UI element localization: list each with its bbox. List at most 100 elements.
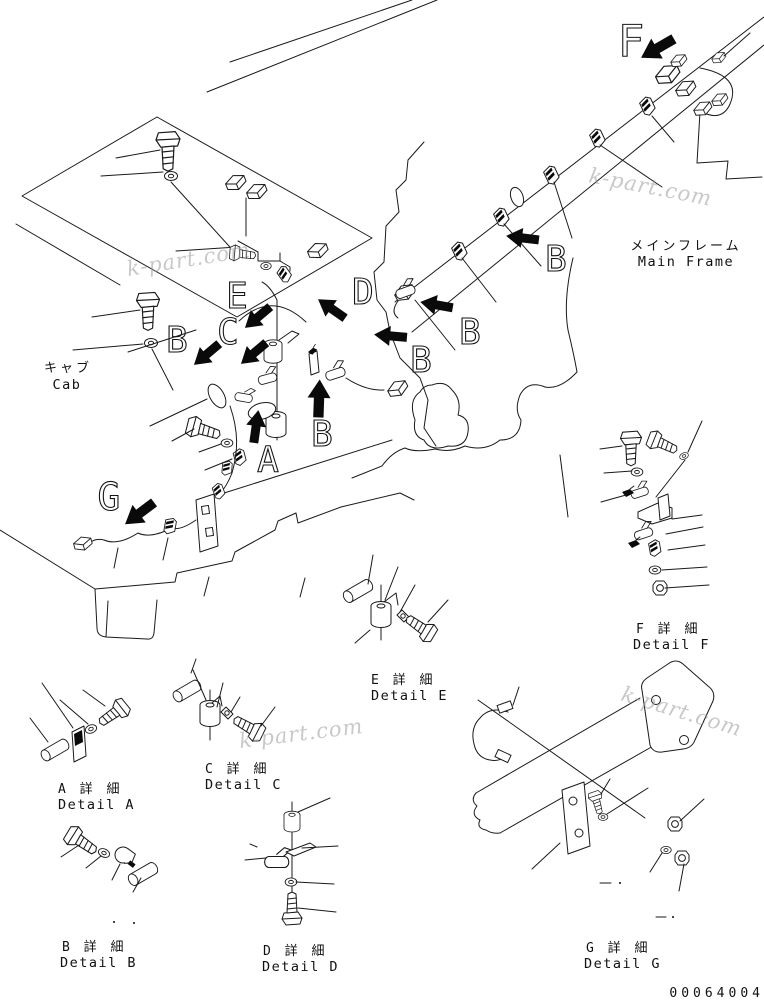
grommet-icon [199, 700, 221, 727]
direction-arrow-icon [504, 226, 541, 250]
marker-letter-c: C [217, 312, 239, 353]
bolt-icon [619, 430, 643, 467]
clamp-icon [321, 358, 349, 382]
spacer-icon [283, 810, 301, 833]
detail-e-inset: E 詳 細 Detail E [340, 554, 449, 704]
washer-icon [83, 722, 99, 736]
detail-g-inset: G 詳 細 Detail G [472, 660, 715, 972]
harness-clip-icon [637, 94, 658, 118]
detail-g-title-en: Detail G [584, 956, 661, 972]
washer-icon [648, 565, 662, 575]
marker-letter-a: A [257, 440, 279, 481]
watermark-text: k-part.com [587, 163, 714, 210]
detail-c-title-en: Detail C [205, 777, 282, 793]
cab-roof-outline [15, 116, 373, 318]
spacer-icon [38, 737, 72, 763]
spacer-icon [340, 577, 376, 605]
detail-b-title-en: Detail B [60, 955, 137, 971]
connector-icon [384, 376, 411, 401]
direction-arrow-icon [312, 291, 351, 327]
bolt-icon [183, 413, 224, 446]
connector-icon [305, 239, 331, 262]
harness-clip-icon [587, 126, 608, 150]
clamp-icon [264, 847, 292, 869]
clamp-icon [112, 845, 139, 869]
connector-icon [673, 77, 699, 101]
detail-d-inset: D 詳 細 Detail D [244, 797, 339, 975]
clamp-icon [627, 479, 652, 500]
bolt-icon [155, 131, 181, 172]
harness-clip-icon [541, 163, 562, 187]
connector-icon [709, 90, 731, 109]
bolt-icon [135, 291, 161, 331]
marker-letter-b4: B [166, 320, 188, 361]
washer-icon [660, 846, 672, 854]
detail-f-title-jp: F 詳 細 [636, 621, 700, 637]
washer-icon [597, 813, 609, 821]
detail-b-title-jp: B 詳 細 [62, 939, 126, 955]
detail-e-title-jp: E 詳 細 [371, 672, 435, 688]
cab-floor-outline [0, 492, 415, 674]
detail-a-inset: A 詳 細 Detail A [29, 682, 135, 813]
marker-letter-d: D [352, 272, 374, 313]
callout-letters: F B B B D E C B B A G [97, 15, 645, 519]
detail-g-title-jp: G 詳 細 [586, 940, 650, 956]
washer-icon [220, 438, 234, 448]
marker-letter-g: G [98, 475, 121, 519]
direction-arrow-icon [118, 493, 161, 534]
direction-arrow-icon [373, 324, 408, 348]
washer-icon [284, 877, 298, 887]
connector-icon [71, 534, 94, 553]
marker-letter-e: E [226, 276, 248, 317]
washer-icon [260, 261, 272, 271]
detail-f-inset: F 詳 細 Detail F [599, 420, 710, 653]
marker-letter-b5: B [311, 414, 333, 455]
direction-arrow-icon [418, 292, 455, 318]
cab-label-en: Cab [53, 377, 82, 393]
detail-a-title-en: Detail A [58, 797, 135, 813]
clamp-icon [391, 276, 419, 300]
direction-arrow-icon [306, 379, 332, 418]
clip-icon [647, 538, 663, 558]
detail-c-inset: C 詳 細 Detail C [170, 669, 282, 793]
floor-harness-group [71, 439, 393, 569]
grommet-icon [370, 601, 392, 628]
marker-letter-b3: B [410, 340, 432, 381]
harness-clip-icon [449, 239, 470, 263]
watermark-text: k-part.com [238, 714, 365, 753]
callout-arrows [118, 28, 680, 534]
marker-letter-f: F [618, 16, 645, 67]
main-frame-label-en: Main Frame [638, 254, 734, 270]
harness-clip-icon [162, 516, 178, 536]
harness-clip-icon [274, 264, 295, 285]
bolt-icon [60, 822, 103, 861]
washer-icon [164, 171, 178, 181]
nut-icon [667, 816, 683, 832]
detail-c-title-jp: C 詳 細 [205, 761, 269, 777]
front-rail-lines [206, 0, 438, 93]
main-frame-connector-cluster [637, 32, 751, 143]
main-frame-outline [351, 16, 764, 518]
detail-e-title-en: Detail E [371, 688, 448, 704]
nut-icon [674, 850, 690, 866]
roof-fastener-group [72, 131, 291, 391]
detail-d-title-en: Detail D [262, 959, 339, 975]
washer-icon [220, 706, 234, 720]
detail-b-inset: B 詳 細 Detail B [60, 822, 161, 971]
bolt-icon [586, 789, 608, 816]
cab-label-jp: キャブ [44, 360, 92, 376]
clamp-icon [255, 364, 280, 386]
detail-f-title-en: Detail F [633, 637, 710, 653]
washer-icon [630, 467, 644, 477]
wire-loop-icon [207, 383, 227, 409]
clamp-icon [233, 385, 257, 404]
bolt-icon [93, 695, 134, 732]
main-frame-label-jp: メインフレーム [630, 239, 741, 254]
detail-a-title-jp: A 詳 細 [58, 781, 122, 797]
detail-d-title-jp: D 詳 細 [263, 943, 327, 959]
connector-icon [244, 180, 270, 203]
connector-icon [223, 171, 249, 194]
marker-letter-b1: B [545, 239, 567, 280]
